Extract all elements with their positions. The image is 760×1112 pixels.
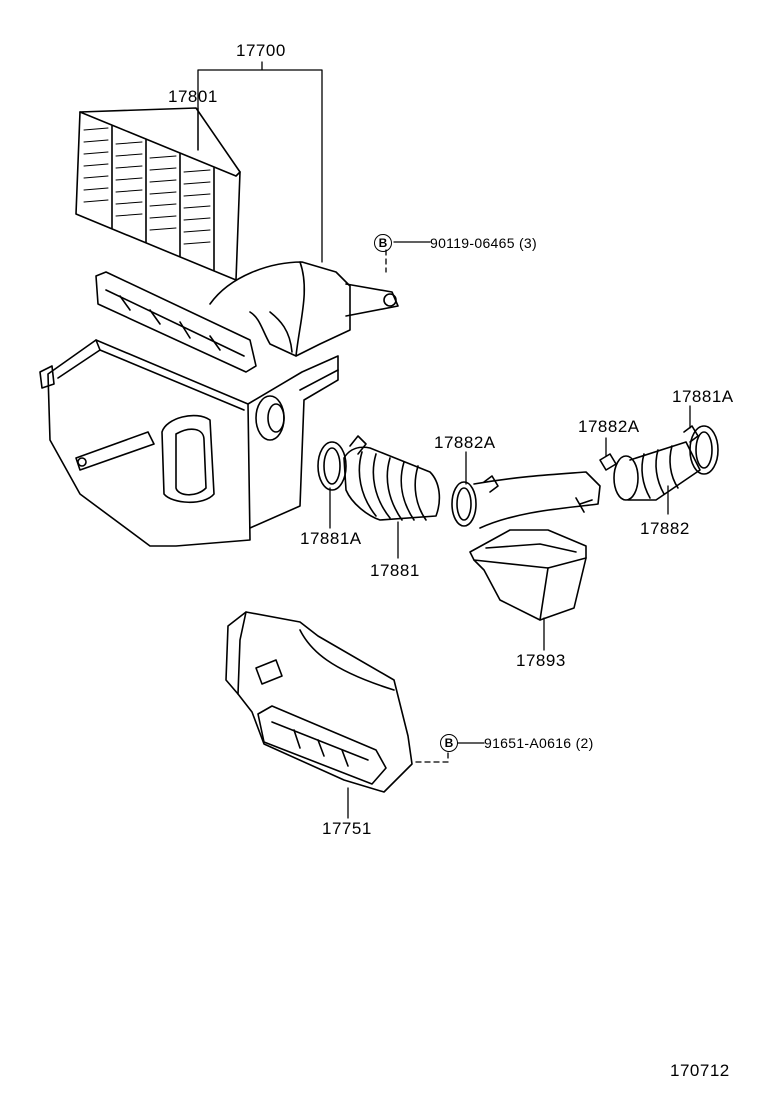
resonator-drawing bbox=[469, 529, 587, 621]
label-clamp-left: 17881A bbox=[300, 529, 362, 548]
label-clamp-mid: 17882A bbox=[434, 433, 496, 452]
label-hose-right: 17882 bbox=[640, 519, 690, 538]
label-clamp-right: 17881A bbox=[672, 387, 734, 406]
diagram-id: 170712 bbox=[670, 1061, 730, 1080]
label-filter-element: 17801 bbox=[168, 87, 218, 106]
intake-duct-drawing bbox=[225, 611, 413, 793]
label-hose: 17881 bbox=[370, 561, 420, 580]
label-air-cleaner-assy: 17700 bbox=[236, 41, 286, 60]
label-clamp-right-small: 17882A bbox=[578, 417, 640, 436]
label-bolt-upper: 90119-06465 (3) bbox=[430, 235, 537, 251]
bolt-marker-lower: B bbox=[440, 734, 458, 752]
label-intake-duct: 17751 bbox=[322, 819, 372, 838]
air-cleaner-housing-drawing bbox=[39, 261, 399, 547]
leader-lines bbox=[197, 61, 691, 819]
bolt-marker-upper: B bbox=[374, 234, 392, 252]
label-bolt-lower: 91651-A0616 (2) bbox=[484, 735, 594, 751]
filter-element-drawing bbox=[75, 107, 241, 281]
right-hose-drawing bbox=[599, 425, 719, 501]
label-resonator: 17893 bbox=[516, 651, 566, 670]
hose-drawing bbox=[317, 435, 601, 529]
